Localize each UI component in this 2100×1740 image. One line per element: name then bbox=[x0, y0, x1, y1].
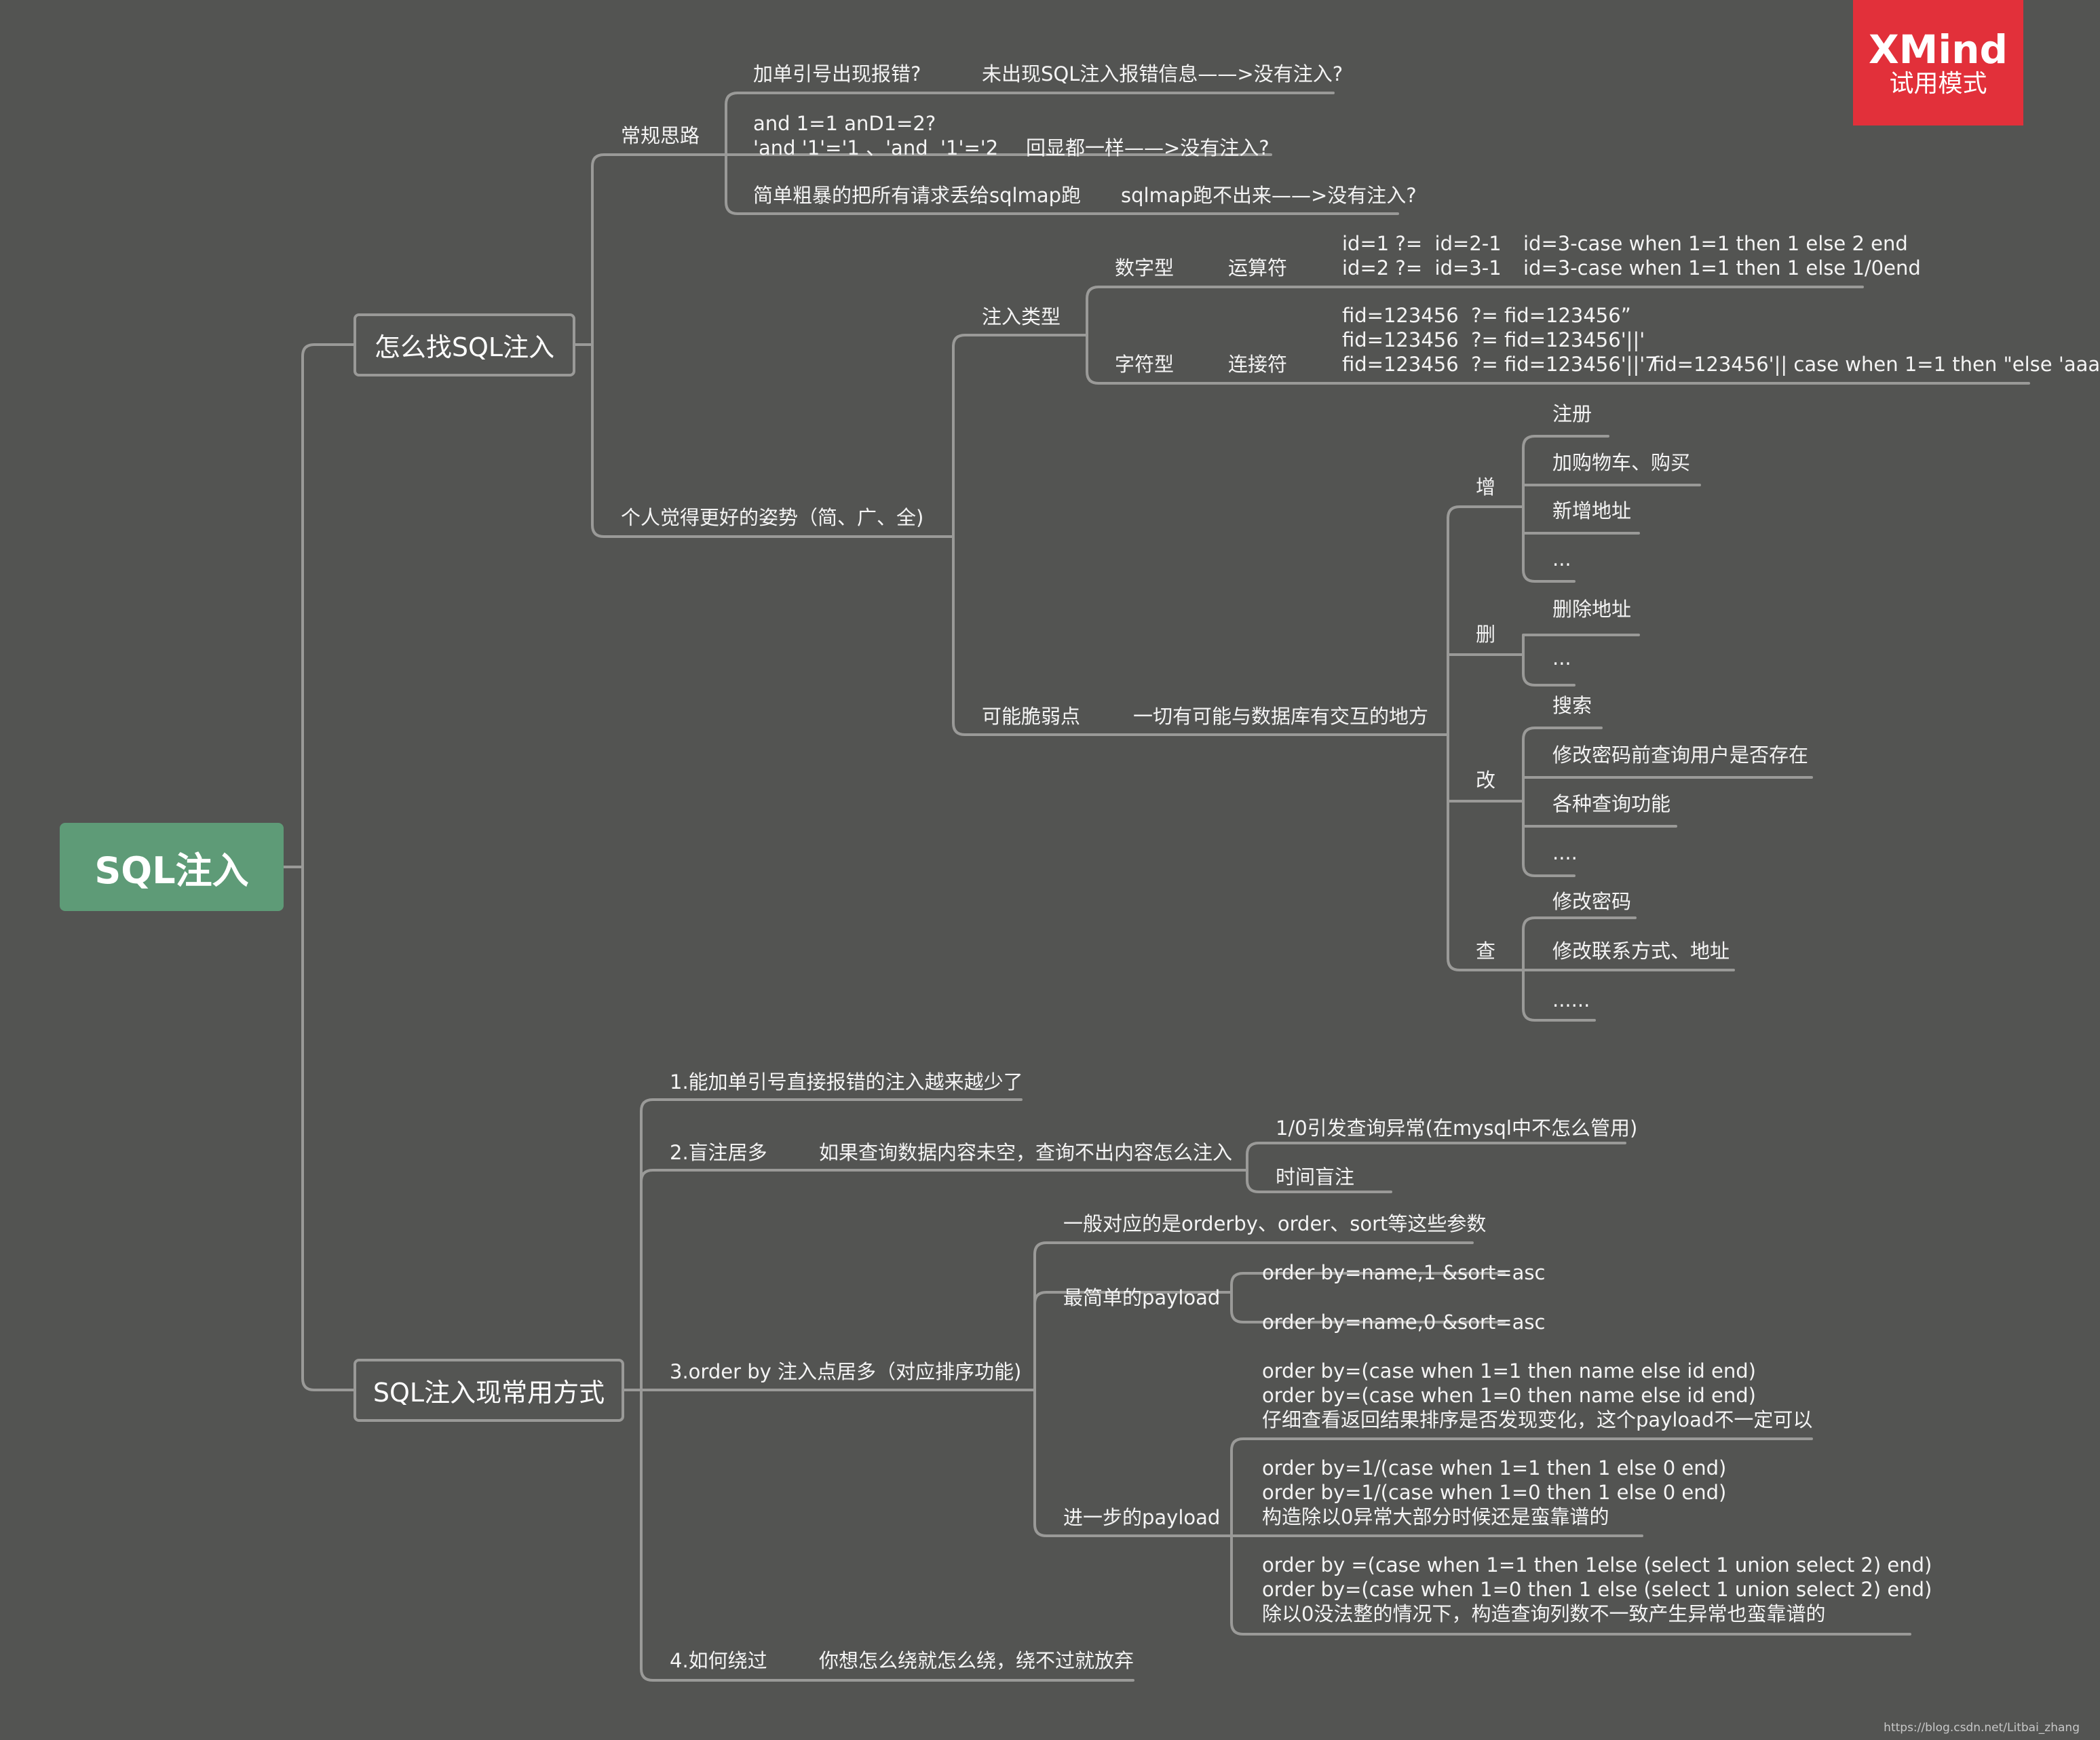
bool-tests-node[interactable]: and 1=1 anD1=2? 'and '1'='1 、'and '1'='2 bbox=[753, 112, 999, 159]
common-methods-node[interactable]: SQL注入现常用方式 bbox=[354, 1359, 624, 1422]
simple-payload-2[interactable]: order by=name,0 &sort=asc bbox=[1262, 1311, 1546, 1334]
operator-node[interactable]: 运算符 bbox=[1228, 256, 1288, 279]
sqlmap-result-node[interactable]: sqlmap跑不出来——>没有注入? bbox=[1121, 184, 1417, 207]
query-node[interactable]: 查 bbox=[1476, 940, 1496, 963]
string-examples-node[interactable]: fid=123456 ?= fid=123456” fid=123456 ?= … bbox=[1342, 304, 1658, 376]
create-item-2[interactable]: 加购物车、购买 bbox=[1552, 451, 1691, 474]
item-4-node[interactable]: 4.如何绕过 bbox=[670, 1649, 767, 1672]
find-sql-injection-node[interactable]: 怎么找SQL注入 bbox=[354, 313, 575, 376]
create-node[interactable]: 增 bbox=[1476, 476, 1496, 499]
item-2-node[interactable]: 2.盲注居多 bbox=[670, 1141, 767, 1164]
create-item-1[interactable]: 注册 bbox=[1552, 402, 1592, 425]
vulnerable-points-node[interactable]: 可能脆弱点 bbox=[982, 705, 1081, 728]
further-payload-3[interactable]: order by =(case when 1=1 then 1else (sel… bbox=[1262, 1553, 1932, 1625]
root-node[interactable]: SQL注入 bbox=[60, 823, 284, 911]
blind-sub-2[interactable]: 时间盲注 bbox=[1276, 1165, 1355, 1188]
numeric-type-node[interactable]: 数字型 bbox=[1115, 256, 1175, 279]
further-payload-node[interactable]: 进一步的payload bbox=[1063, 1506, 1221, 1529]
delete-item-2[interactable]: ... bbox=[1552, 646, 1571, 670]
further-payload-1[interactable]: order by=(case when 1=1 then name else i… bbox=[1262, 1359, 1813, 1431]
blind-desc-node[interactable]: 如果查询数据内容未空，查询不出内容怎么注入 bbox=[819, 1141, 1233, 1164]
update-item-3[interactable]: 各种查询功能 bbox=[1552, 792, 1671, 815]
numeric-case-examples-node[interactable]: id=3-case when 1=1 then 1 else 2 end id=… bbox=[1523, 232, 1921, 279]
numeric-examples-node[interactable]: id=1 ?= id=2-1 id=2 ?= id=3-1 bbox=[1342, 232, 1502, 279]
blind-sub-1[interactable]: 1/0引发查询异常(在mysql中不怎么管用) bbox=[1276, 1117, 1638, 1140]
query-item-3[interactable]: ...... bbox=[1552, 988, 1590, 1011]
update-item-4[interactable]: .... bbox=[1552, 841, 1578, 864]
query-item-1[interactable]: 修改密码 bbox=[1552, 890, 1632, 913]
injection-type-node[interactable]: 注入类型 bbox=[982, 305, 1061, 328]
bool-result-node[interactable]: 回显都一样——>没有注入? bbox=[1026, 136, 1269, 159]
quote-error-node[interactable]: 加单引号出现报错? bbox=[753, 62, 921, 85]
create-item-3[interactable]: 新增地址 bbox=[1552, 499, 1632, 522]
string-case-example-node[interactable]: fid=123456'|| case when 1=1 then "else '… bbox=[1652, 353, 2100, 376]
delete-item-1[interactable]: 删除地址 bbox=[1552, 598, 1632, 621]
bypass-desc-node[interactable]: 你想怎么绕就怎么绕，绕不过就放弃 bbox=[819, 1649, 1134, 1672]
delete-node[interactable]: 删 bbox=[1476, 623, 1496, 646]
orderby-params-node[interactable]: 一般对应的是orderby、order、sort等这些参数 bbox=[1063, 1212, 1487, 1235]
update-item-1[interactable]: 搜索 bbox=[1552, 694, 1592, 717]
conventional-approach-node[interactable]: 常规思路 bbox=[621, 124, 700, 147]
trial-mode-label: 试用模式 bbox=[1889, 70, 1987, 98]
simple-payload-1[interactable]: order by=name,1 &sort=asc bbox=[1262, 1261, 1546, 1284]
update-item-2[interactable]: 修改密码前查询用户是否存在 bbox=[1552, 743, 1809, 767]
query-item-2[interactable]: 修改联系方式、地址 bbox=[1552, 940, 1730, 963]
db-interaction-node[interactable]: 一切有可能与数据库有交互的地方 bbox=[1133, 705, 1429, 728]
string-type-node[interactable]: 字符型 bbox=[1115, 353, 1175, 376]
sqlmap-node[interactable]: 简单粗暴的把所有请求丢给sqlmap跑 bbox=[753, 184, 1082, 207]
xmind-logo: XMind bbox=[1868, 26, 2008, 73]
create-item-4[interactable]: ... bbox=[1552, 547, 1571, 571]
better-approach-node[interactable]: 个人觉得更好的姿势（简、广、全) bbox=[621, 506, 924, 529]
further-payload-2[interactable]: order by=1/(case when 1=1 then 1 else 0 … bbox=[1262, 1456, 1727, 1528]
quote-result-node[interactable]: 未出现SQL注入报错信息——>没有注入? bbox=[982, 62, 1343, 85]
concat-operator-node[interactable]: 连接符 bbox=[1228, 353, 1288, 376]
item-3-node[interactable]: 3.order by 注入点居多（对应排序功能) bbox=[670, 1360, 1022, 1383]
xmind-trial-badge[interactable]: XMind 试用模式 bbox=[1853, 0, 2023, 125]
source-watermark: https://blog.csdn.net/Litbai_zhang bbox=[1884, 1721, 2080, 1735]
item-1-node[interactable]: 1.能加单引号直接报错的注入越来越少了 bbox=[670, 1070, 1023, 1094]
simplest-payload-node[interactable]: 最简单的payload bbox=[1063, 1286, 1221, 1309]
update-node[interactable]: 改 bbox=[1476, 769, 1496, 792]
